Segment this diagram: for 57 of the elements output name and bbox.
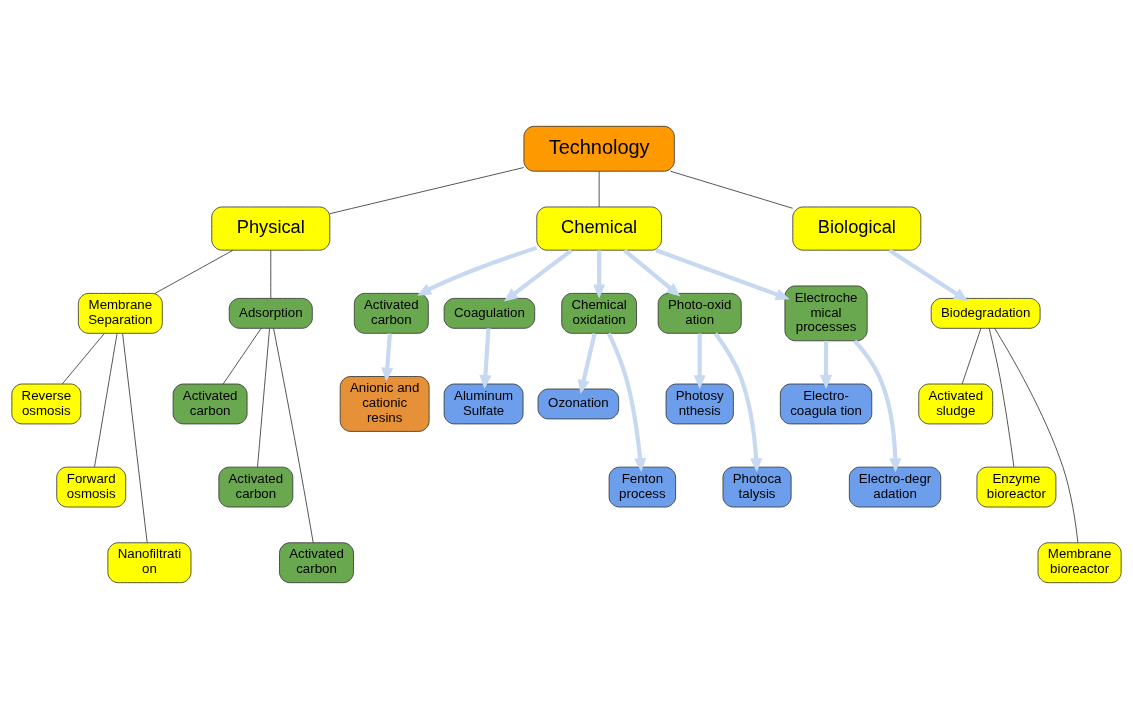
connector: [270, 249, 272, 299]
node-box: Biological: [792, 206, 922, 251]
arrow: [713, 331, 763, 472]
node-box: Technology: [523, 125, 675, 172]
node-box: Reverse osmosis: [11, 383, 82, 424]
node-box: Activated carbon: [279, 541, 354, 583]
arrow: [623, 248, 681, 297]
node-box: Photoca talysis: [722, 466, 792, 507]
connector: [222, 327, 262, 384]
arrow: [693, 333, 706, 389]
node-box: Activated carbon: [172, 383, 248, 424]
node-box: Chemical: [536, 206, 662, 251]
arrow: [503, 248, 573, 301]
node-box: Activated sludge: [918, 383, 994, 424]
arrow: [819, 340, 833, 389]
node-box: Coagulation: [443, 297, 536, 329]
arrow: [606, 332, 647, 472]
node-box: Aluminum Sulfate: [443, 383, 524, 424]
arrow: [888, 248, 969, 301]
node-box: Forward osmosis: [56, 466, 127, 507]
connector: [961, 327, 982, 384]
arrow: [853, 339, 902, 472]
node-box: Fenton process: [608, 466, 676, 507]
node-box: Activated carbon: [353, 292, 429, 334]
connector: [122, 332, 148, 543]
connector: [598, 170, 600, 207]
node-box: Chemical oxidation: [561, 292, 637, 334]
node-box: Anionic and cationic resins: [339, 375, 430, 432]
connector: [154, 249, 234, 294]
arrow: [417, 245, 538, 296]
node-box: Adsorption: [228, 297, 313, 329]
node-box: Electroche mical processes: [784, 285, 868, 341]
node-box: Enzyme bioreactor: [976, 466, 1057, 507]
arrow: [655, 247, 790, 300]
connector: [994, 327, 1079, 543]
connector: [257, 327, 270, 467]
arrow: [577, 332, 597, 394]
node-box: Photosy nthesis: [665, 383, 734, 424]
arrow: [381, 332, 394, 382]
connector: [273, 327, 314, 543]
arrow: [479, 327, 492, 389]
node-box: Activated carbon: [218, 466, 294, 507]
connector: [94, 332, 118, 467]
connector: [61, 332, 105, 384]
node-box: Electro-degr adation: [848, 466, 942, 507]
node-box: Physical: [211, 206, 331, 251]
arrow: [593, 249, 606, 298]
node-box: Biodegradation: [930, 297, 1041, 329]
node-box: Electro- coagula tion: [779, 383, 873, 424]
node-box: Nanofiltrati on: [107, 541, 192, 583]
node-box: Photo-oxid ation: [657, 292, 742, 334]
node-box: Ozonation: [537, 388, 620, 419]
connector: [988, 327, 1015, 467]
node-box: Membrane bioreactor: [1037, 541, 1122, 583]
connector: [329, 166, 525, 214]
connector: [670, 170, 794, 209]
node-box: Membrane Separation: [77, 292, 163, 334]
